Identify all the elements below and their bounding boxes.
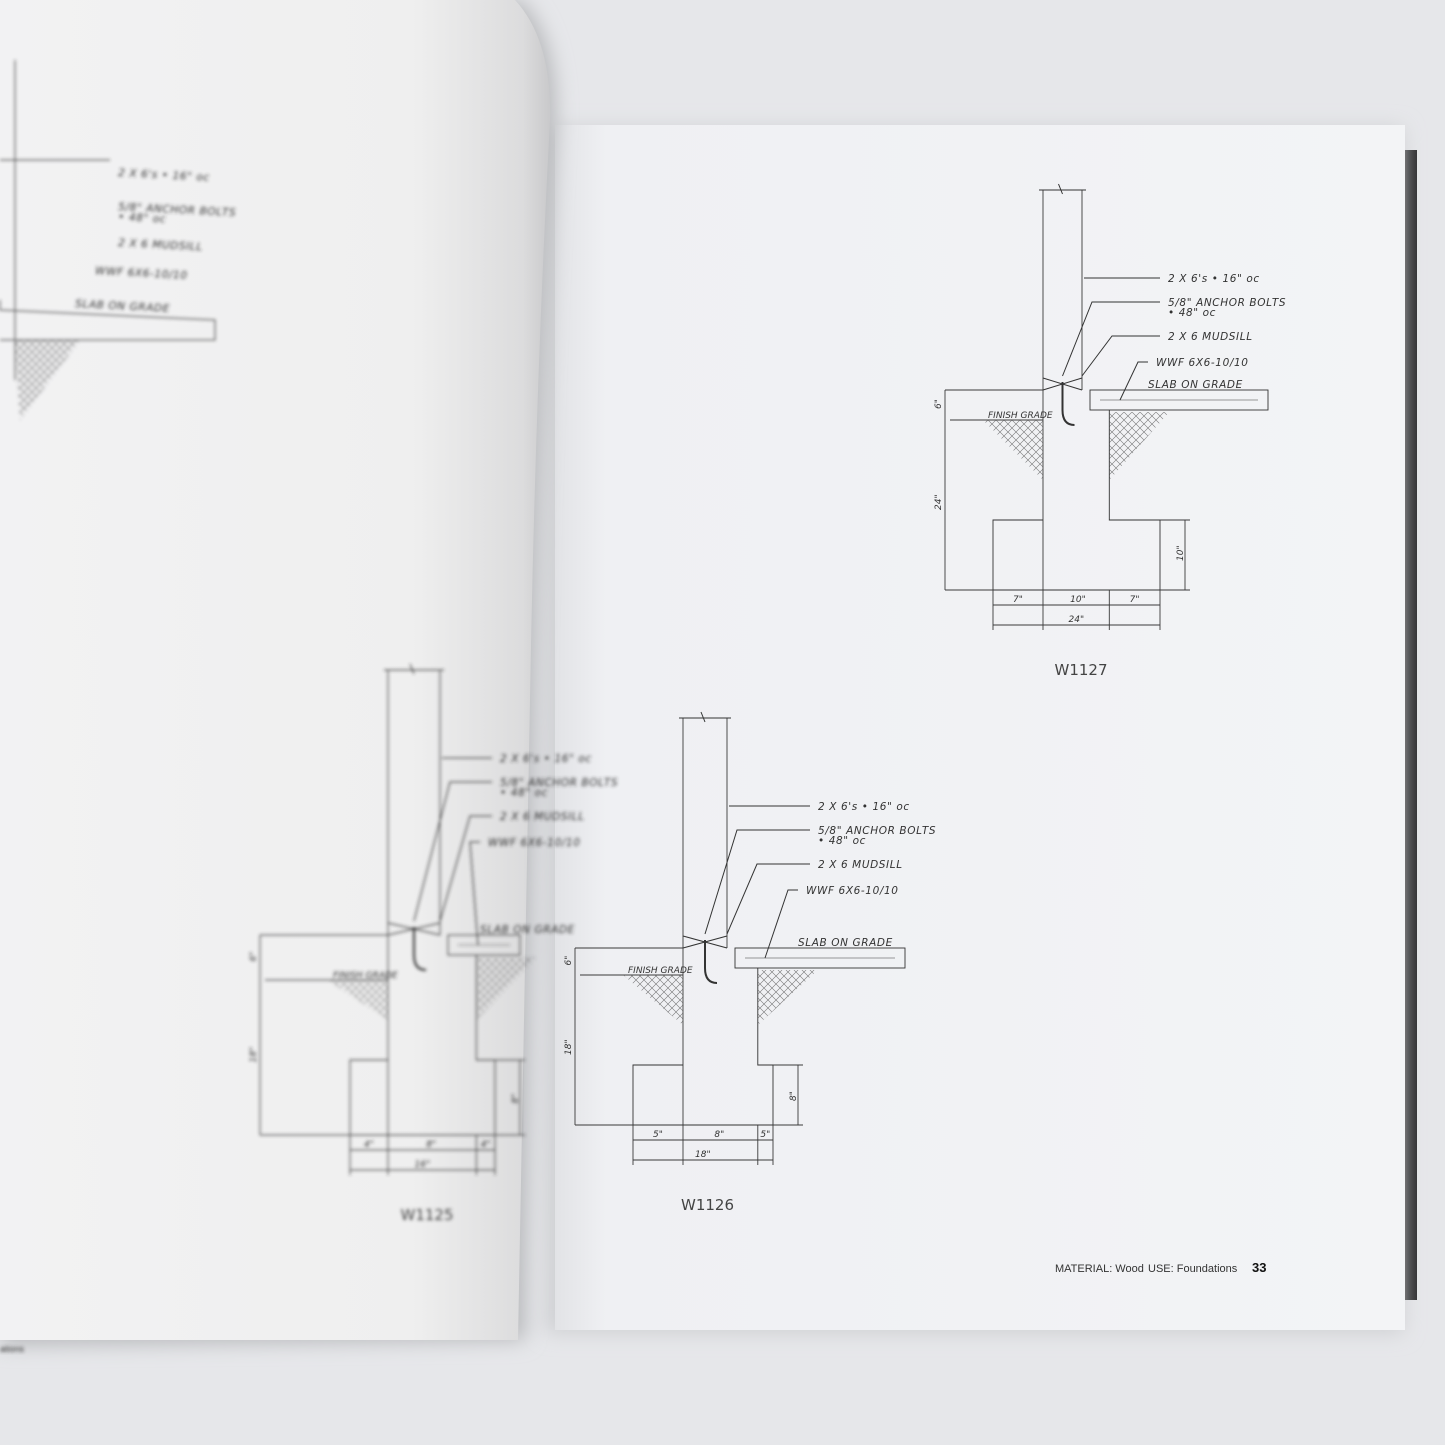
right-page-drawings: FINISH GRADE 6" 24" 10" 7" 10" 7" 24" 2 X 6's • … [564,183,1286,1214]
page-footer: MATERIAL: Wood USE: Foundations 33 [1055,1260,1266,1275]
dim-top: 6" [249,952,259,962]
earth-hatch-right [1109,412,1170,480]
dim-top: 6" [934,399,944,409]
drawing-id: W1125 [401,1206,454,1224]
slab [0,300,216,341]
foundation-detail-w1125: FINISH GRADE 6" 18" 8" 4" 8" 4" 16" 2 X 6's • 16… [249,663,618,1224]
wwf-label: WWF 6X6-10/10 [806,885,899,897]
partial-label-2: • 48" oc [118,211,167,225]
footer-material: MATERIAL: Wood [1055,1263,1144,1275]
wwf-label: WWF 6X6-10/10 [1156,357,1249,369]
partial-drawing-top: 2 X 6's • 16" oc5/8" ANCHOR BOLTS• 48" o… [0,60,236,420]
dim-right: 5" [760,1130,770,1140]
slab-label: SLAB ON GRADE [1148,379,1243,391]
finish-grade-label: FINISH GRADE [333,971,398,981]
dim-footing-height: 10" [1176,545,1186,561]
break-line [1039,183,1086,195]
drawing-id: W1126 [681,1196,734,1214]
foundation-detail-w1127: FINISH GRADE 6" 24" 10" 7" 10" 7" 24" 2 X 6's • … [934,183,1286,679]
partial-label-3: 2 X 6 MUDSILL [118,237,203,253]
partial-label-4: WWF 6X6-10/10 [95,265,188,282]
right-page [545,125,1405,1333]
dim-total: 18" [695,1150,711,1160]
left-page-drawings: 2 X 6's • 16" oc5/8" ANCHOR BOLTS• 48" o… [0,60,618,1224]
anchor-bolt-label: 5/8" ANCHOR BOLTS [818,825,936,837]
break-line [384,663,444,675]
leader-anchor [704,829,810,935]
dim-total: 16" [415,1160,431,1170]
stud-label: 2 X 6's • 16" oc [818,801,910,813]
anchor-bolt-label: 5/8" ANCHOR BOLTS [1168,297,1286,309]
anchor-bolt-spacing: • 48" oc [818,835,866,847]
leader-mudsill [439,815,492,922]
dim-depth: 24" [934,494,944,510]
finish-grade-label: FINISH GRADE [988,411,1053,421]
page-number: 33 [1252,1260,1266,1275]
slab-label: SLAB ON GRADE [798,937,893,949]
dim-left: 4" [364,1140,374,1150]
leader-wwf [1119,361,1148,401]
leader-mudsill [726,863,810,935]
anchor-bolt-icon [704,940,718,984]
leader-mudsill [1081,335,1160,377]
earth-hatch [15,340,80,420]
leader-anchor [1062,301,1160,377]
footer-use: USE: Foundations [1148,1263,1238,1275]
slab-label: SLAB ON GRADE [480,924,575,936]
left-footer-fragment: ations [0,1344,25,1354]
dim-left: 5" [653,1130,663,1140]
slab [734,947,906,969]
leader-wwf [469,841,480,946]
anchor-bolt-spacing: • 48" oc [1168,307,1216,319]
dim-total: 24" [1069,615,1085,625]
partial-label-0: 2 X 6's • 16" oc [118,167,210,184]
dim-mid: 10" [1070,595,1086,605]
stud-label: 2 X 6's • 16" oc [500,753,592,765]
dim-depth: 18" [249,1047,259,1063]
leader-anchor [413,781,492,922]
dim-mid: 8" [714,1130,724,1140]
earth-hatch-right [476,957,537,1020]
mudsill-label: 2 X 6 MUDSILL [1168,331,1253,343]
earth-hatch-right [757,970,818,1025]
dim-depth: 18" [564,1039,574,1055]
dim-right: 4" [481,1140,491,1150]
slab [447,934,521,956]
dim-right: 7" [1130,595,1140,605]
earth-hatch-left [983,420,1043,480]
dim-left: 7" [1013,595,1023,605]
anchor-bolt-icon [413,927,427,971]
wwf-label: WWF 6X6-10/10 [488,837,581,849]
left-page [0,0,556,1345]
earth-hatch-left [623,975,683,1025]
anchor-bolt-label: 5/8" ANCHOR BOLTS [500,777,618,789]
dim-top: 6" [564,956,574,966]
dim-footing-height: 8" [789,1091,799,1101]
finish-grade-label: FINISH GRADE [628,966,693,976]
dim-footing-height: 8" [511,1094,521,1104]
drawing-id: W1127 [1055,661,1108,679]
partial-label-5: SLAB ON GRADE [75,298,170,315]
mudsill-label: 2 X 6 MUDSILL [500,811,585,823]
anchor-bolt-spacing: • 48" oc [500,787,548,799]
leader-wwf [764,889,798,959]
mudsill-label: 2 X 6 MUDSILL [818,859,903,871]
stud-label: 2 X 6's • 16" oc [1168,273,1260,285]
earth-hatch-left [328,980,388,1020]
slab [1089,389,1269,411]
dim-mid: 8" [426,1140,436,1150]
anchor-bolt-icon [1061,382,1075,426]
break-line [679,711,731,723]
